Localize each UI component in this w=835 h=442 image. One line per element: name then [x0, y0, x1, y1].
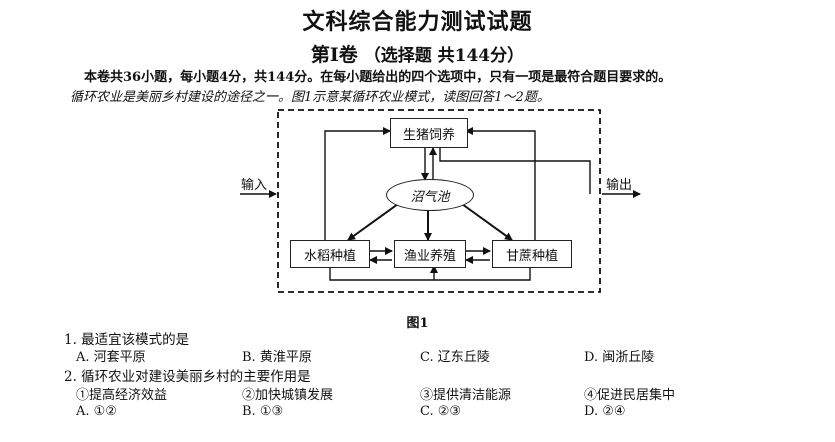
q2-option-a[interactable]: A. ①②: [76, 404, 117, 419]
q2-item-1: ①提高经济效益: [76, 388, 168, 403]
q1-option-d[interactable]: D. 闽浙丘陵: [584, 350, 655, 365]
q1-option-c[interactable]: C. 辽东丘陵: [420, 350, 490, 365]
q1-option-b[interactable]: B. 黄淮平原: [242, 350, 312, 365]
question-2-stem: 2. 循环农业对建设美丽乡村的主要作用是: [64, 369, 311, 385]
node-rice-planting: 水稻种植: [290, 240, 370, 268]
node-pig-farming: 生猪饲养: [390, 118, 468, 148]
intro-text: 循环农业是美丽乡村建设的途径之一。图1示意某循环农业模式，读图回答1～2题。: [70, 90, 550, 105]
question-1-stem: 1. 最适宜该模式的是: [64, 332, 190, 348]
dashed-frame: [277, 109, 601, 293]
q2-item-4: ④促进民居集中: [584, 388, 676, 403]
node-fish-farming: 渔业养殖: [394, 240, 466, 268]
q2-item-3: ③提供清洁能源: [420, 388, 512, 403]
section-heading: 第Ⅰ卷 （选择题 共144分）: [0, 40, 835, 67]
q2-item-2: ②加快城镇发展: [242, 388, 334, 403]
q2-option-b[interactable]: B. ①③: [242, 404, 284, 419]
output-label: 输出: [606, 178, 633, 193]
figure-caption: 图1: [406, 316, 429, 331]
instructions: 本卷共36小题，每小题4分，共144分。在每小题给出的四个选项中，只有一项是最符…: [84, 70, 672, 85]
q2-option-d[interactable]: D. ②④: [584, 404, 626, 419]
section-note: （选择题 共144分）: [363, 46, 525, 66]
q1-option-a[interactable]: A. 河套平原: [76, 350, 146, 365]
input-label: 输入: [241, 178, 268, 193]
q2-option-c[interactable]: C. ②③: [420, 404, 462, 419]
section-main: 第Ⅰ卷: [310, 44, 358, 66]
node-biogas-digester: 沼气池: [386, 179, 474, 211]
node-sugarcane-planting: 甘蔗种植: [492, 240, 572, 268]
page-title: 文科综合能力测试试题: [302, 9, 533, 35]
